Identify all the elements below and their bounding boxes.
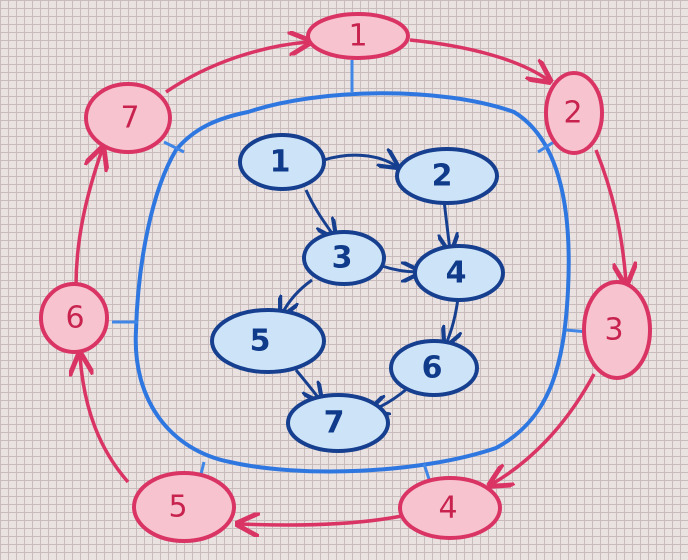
inner-node-7-label: 7 bbox=[324, 406, 345, 441]
connector-outer-7 bbox=[163, 140, 185, 154]
outer-node-5: 5 bbox=[132, 471, 236, 543]
inner-node-6-label: 6 bbox=[422, 351, 443, 386]
outer-nodes: 1 2 3 4 5 6 7 bbox=[39, 12, 652, 543]
edge-i3-i4 bbox=[381, 266, 418, 272]
outer-node-6-label: 6 bbox=[65, 301, 84, 336]
inner-node-3: 3 bbox=[302, 230, 386, 286]
edge-o3-o4 bbox=[492, 373, 596, 484]
outer-node-1-label: 1 bbox=[348, 19, 367, 54]
edge-i2-i4 bbox=[444, 199, 450, 250]
inner-node-3-label: 3 bbox=[332, 241, 353, 276]
outer-node-7: 7 bbox=[84, 82, 172, 154]
edge-i4-i6 bbox=[446, 297, 458, 344]
edge-i1-i2 bbox=[323, 155, 396, 166]
inner-node-4-label: 4 bbox=[446, 256, 467, 291]
outer-node-5-label: 5 bbox=[168, 490, 187, 525]
edge-i3-i5 bbox=[282, 278, 313, 314]
outer-node-6: 6 bbox=[39, 282, 109, 354]
edge-o2-o3 bbox=[594, 149, 626, 282]
outer-node-2-label: 2 bbox=[563, 96, 582, 131]
outer-node-1: 1 bbox=[306, 12, 410, 60]
edge-o7-o1 bbox=[165, 42, 308, 94]
outer-node-4: 4 bbox=[398, 476, 502, 540]
inner-node-7: 7 bbox=[286, 393, 390, 453]
inner-node-2: 2 bbox=[395, 147, 499, 205]
outer-node-3-label: 3 bbox=[604, 313, 623, 348]
edge-o1-o2 bbox=[409, 38, 548, 80]
edge-i5-i7 bbox=[294, 369, 320, 400]
inner-node-6: 6 bbox=[389, 339, 479, 397]
inner-nodes: 1 2 3 4 5 6 7 bbox=[210, 133, 505, 453]
inner-node-1: 1 bbox=[238, 133, 326, 191]
outer-node-4-label: 4 bbox=[438, 491, 457, 526]
inner-node-2-label: 2 bbox=[432, 159, 453, 194]
edge-o5-o6 bbox=[80, 356, 130, 484]
inner-node-5-label: 5 bbox=[250, 324, 271, 359]
inner-node-4: 4 bbox=[413, 244, 505, 302]
edge-o6-o7 bbox=[74, 150, 102, 287]
outer-cycle-edges bbox=[76, 40, 626, 525]
outer-node-2: 2 bbox=[544, 71, 604, 155]
outer-node-7-label: 7 bbox=[120, 101, 139, 136]
inner-node-5: 5 bbox=[210, 308, 326, 374]
edge-i1-i3 bbox=[304, 189, 334, 236]
outer-node-3: 3 bbox=[582, 280, 652, 380]
inner-node-1-label: 1 bbox=[270, 145, 291, 180]
inner-graph-boundary bbox=[133, 91, 571, 474]
edge-o4-o5 bbox=[240, 516, 403, 525]
